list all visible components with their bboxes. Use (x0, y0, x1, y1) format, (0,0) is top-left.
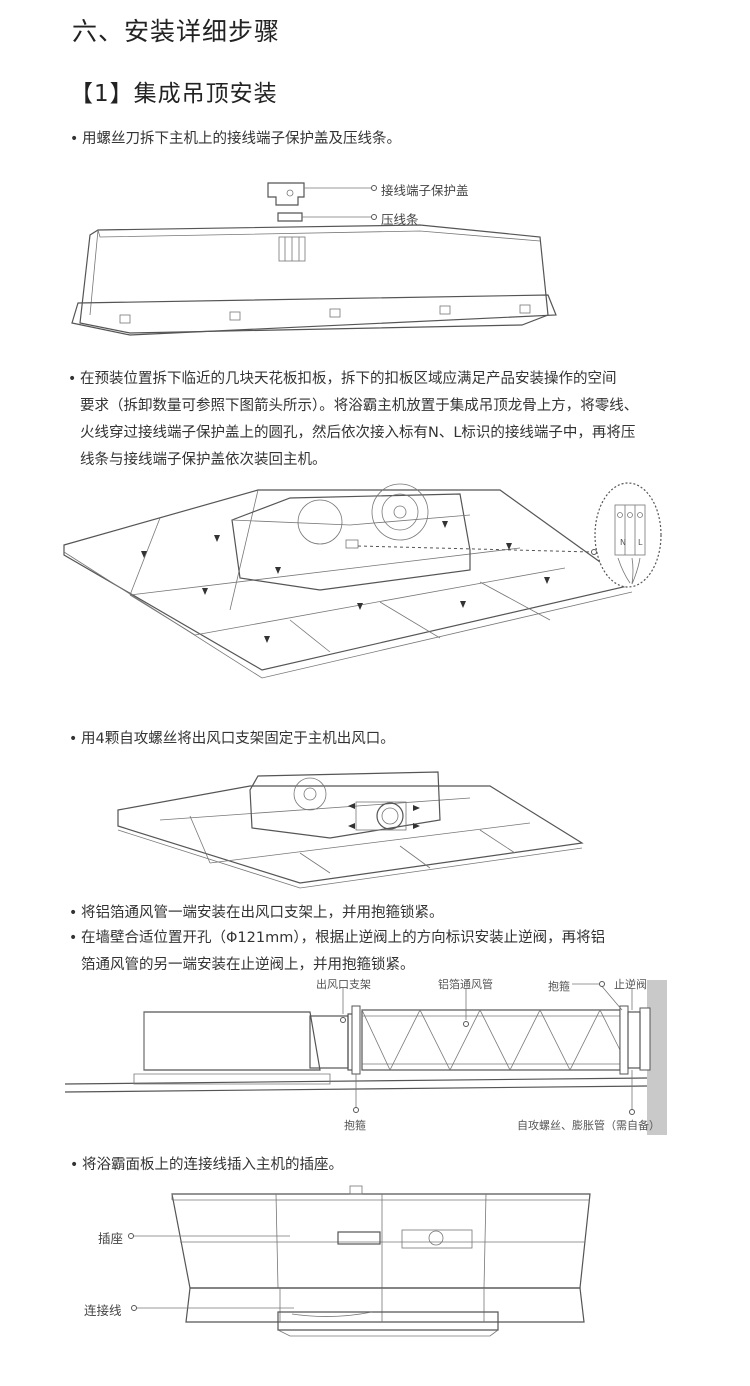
step-2-line-1: 在预装位置拆下临近的几块天花板扣板，拆下的扣板区域应满足产品安装操作的空间 (80, 371, 617, 387)
figure-duct-side (64, 980, 667, 1135)
terminal-n-label: N (620, 538, 626, 547)
label-clamp-top: 抱箍 (548, 980, 570, 993)
label-terminal-cover: 接线端子保护盖 (381, 183, 469, 198)
step-2-line-2: 要求（拆卸数量可参照下图箭头所示）。将浴霸主机放置于集成吊顶龙骨上方，将零线、 (80, 398, 639, 414)
label-connection-cable: 连接线 (84, 1303, 122, 1318)
step-6: • 将浴霸面板上的连接线插入主机的插座。 (70, 1152, 343, 1179)
step-4: • 将铝箔通风管一端安装在出风口支架上，并用抱箍锁紧。 (69, 900, 444, 927)
step-1: • 用螺丝刀拆下主机上的接线端子保护盖及压线条。 (70, 126, 401, 153)
bullet: • (69, 731, 78, 747)
bullet: • (69, 930, 78, 946)
bullet: • (69, 905, 78, 921)
bullet: • (68, 371, 77, 387)
step-4-text: 将铝箔通风管一端安装在出风口支架上，并用抱箍锁紧。 (81, 905, 444, 921)
label-check-valve: 止逆阀 (614, 978, 647, 991)
step-3-text: 用4颗自攻螺丝将出风口支架固定于主机出风口。 (81, 731, 395, 747)
step-2-line-4: 线条与接线端子保护盖依次装回主机。 (80, 452, 327, 468)
step-3: • 用4颗自攻螺丝将出风口支架固定于主机出风口。 (69, 726, 395, 753)
terminal-l-label: L (638, 538, 643, 547)
label-screws-anchors: 自攻螺丝、膨胀管（需自备） (517, 1119, 660, 1132)
step-5-line-2: 箔通风管的另一端安装在止逆阀上，并用抱箍锁紧。 (81, 957, 415, 973)
figure-main-unit-cover (71, 182, 557, 336)
label-aluminum-duct: 铝箔通风管 (438, 978, 493, 991)
subsection-title: 【1】集成吊顶安装 (70, 81, 278, 107)
section-title: 六、安装详细步骤 (72, 17, 281, 46)
figure-ceiling-install (63, 482, 662, 679)
label-socket: 插座 (98, 1231, 124, 1246)
step-1-text: 用螺丝刀拆下主机上的接线端子保护盖及压线条。 (82, 131, 401, 147)
step-5: • 在墙壁合适位置开孔（Φ121mm），根据止逆阀上的方向标识安装止逆阀，再将铝… (69, 925, 701, 979)
figure-panel-socket (128, 1185, 591, 1337)
bullet: • (70, 131, 79, 147)
label-clamp-bottom: 抱箍 (344, 1119, 366, 1132)
step-6-text: 将浴霸面板上的连接线插入主机的插座。 (82, 1157, 343, 1173)
step-2: • 在预装位置拆下临近的几块天花板扣板，拆下的扣板区域应满足产品安装操作的空间 … (68, 366, 700, 474)
figure-outlet-bracket (117, 771, 584, 889)
step-5-line-1: 在墙壁合适位置开孔（Φ121mm），根据止逆阀上的方向标识安装止逆阀，再将铝 (81, 930, 606, 946)
bullet: • (70, 1157, 79, 1173)
step-2-line-3: 火线穿过接线端子保护盖上的圆孔，然后依次接入标有N、L标识的接线端子中，再将压 (80, 425, 636, 441)
label-outlet-bracket: 出风口支架 (316, 978, 371, 991)
label-wire-strip: 压线条 (381, 212, 419, 227)
